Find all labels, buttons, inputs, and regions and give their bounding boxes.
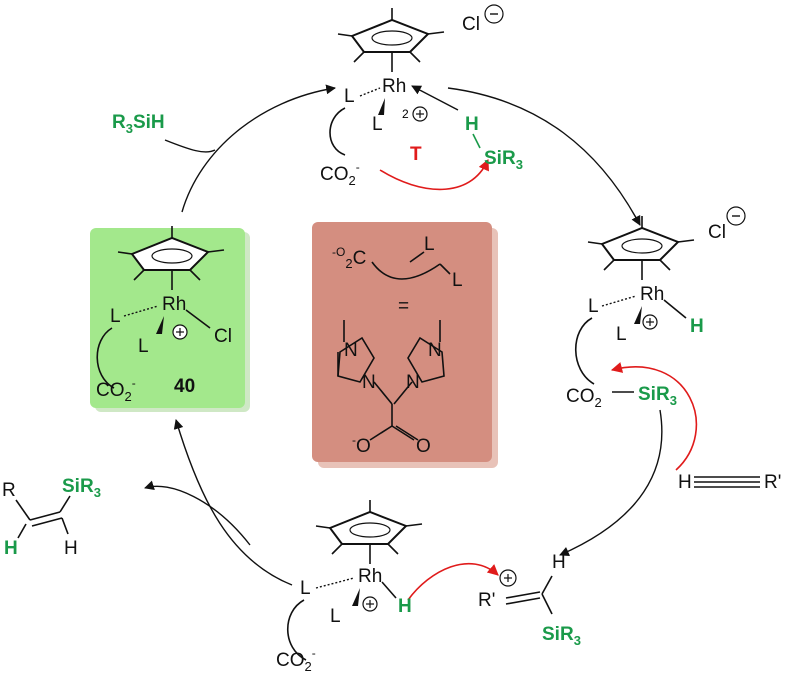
alkyne-H: H (678, 472, 692, 493)
vinyl-H: H (552, 552, 566, 573)
rh-40: Rh (162, 294, 186, 315)
rh-hydride: Rh (640, 284, 664, 305)
ligand-box-background (312, 222, 492, 462)
ligand-L2-40: L (138, 336, 149, 357)
silane-T: SiR3 (484, 148, 523, 172)
product-H-green: H (4, 538, 18, 559)
label-40: 40 (174, 376, 195, 397)
carboxylate-T: CO2- (320, 160, 360, 188)
vinyl-cation: R' H SiR3 (478, 552, 581, 648)
charge-2-T: 2 (402, 107, 409, 121)
oxygen-carbonyl: O (416, 436, 431, 457)
ligand-L2-T: L (372, 114, 383, 135)
red-attack-arrow-T (379, 158, 489, 191)
nitrogen-1: N (344, 340, 358, 361)
vinyl-R: R' (478, 590, 495, 611)
nitrogen-4: N (406, 372, 420, 393)
alkyne-R: R' (764, 472, 781, 493)
red-alkyne-attack-arrow (610, 362, 698, 471)
nitrogen-2: N (362, 372, 376, 393)
reagent-silane: R3SiH (112, 112, 165, 136)
ester-hydride: CO2 (566, 386, 602, 410)
intermediate-T: Cl Rh L L 2 H SiR3 CO2- T (320, 4, 523, 188)
cp-star-ring-T (350, 18, 430, 53)
ligand-L1-def: L (424, 234, 435, 255)
ligand-L2-hydride: L (616, 324, 627, 345)
equals-sign: = (398, 296, 409, 317)
cp-star-ring-bottom (328, 510, 408, 545)
complex-40-box: Rh L L Cl CO2- 40 (90, 226, 250, 412)
bottom-complex: Rh L L H CO2- (276, 500, 423, 674)
hydride-intermediate: Cl Rh L L H CO2 SiR3 (566, 206, 746, 410)
product-R: R (2, 480, 16, 501)
product-vinylsilane: R SiR3 H H (2, 476, 101, 559)
arrow-hydride-to-cation (559, 409, 663, 556)
arrow-bottom-to-40 (173, 419, 293, 586)
ligand-L1-40: L (110, 306, 121, 327)
ligand-L1-bottom: L (300, 578, 311, 599)
product-H: H (64, 538, 78, 559)
reagent-entry-curve (164, 139, 216, 153)
imidazole-right (407, 336, 445, 383)
alkyne: H R' (678, 472, 781, 493)
rh-bottom: Rh (358, 566, 382, 587)
hydrogen-T: H (465, 114, 479, 135)
nitrogen-3: N (428, 340, 442, 361)
ligand-definition-box: -O2C L L = N N N N -O O (312, 222, 498, 468)
product-silyl: SiR3 (62, 476, 101, 500)
chloride-T: Cl (462, 14, 480, 35)
ligand-L2-bottom: L (330, 606, 341, 627)
chloride-hydride: Cl (708, 222, 726, 243)
reagent-label: R3SiH (112, 112, 165, 136)
vinyl-silyl: SiR3 (542, 624, 581, 648)
cp-star-ring-hydride (600, 226, 680, 261)
cycle-arrows (144, 84, 698, 601)
hydrogen-hydride: H (690, 316, 704, 337)
silyl-hydride: SiR3 (638, 384, 677, 408)
carboxylate-bottom: CO2- (276, 646, 316, 674)
ligand-L1-T: L (344, 86, 355, 107)
carboxylate-40: CO2- (96, 376, 136, 404)
hydrogen-bottom: H (398, 596, 412, 617)
label-T: T (410, 144, 422, 165)
arrow-T-to-hydride (447, 87, 641, 226)
complex-40-background (90, 228, 245, 408)
oxygen-minus: -O (352, 433, 371, 457)
rh-T: Rh (382, 76, 406, 97)
product-release-arrow (144, 480, 251, 546)
chloride-40: Cl (214, 326, 232, 347)
red-hydride-shift-arrow (407, 563, 499, 601)
ligand-L2-def: L (452, 270, 463, 291)
arrow-to-T (181, 84, 336, 213)
ligand-carboxylate: -O2C (332, 245, 366, 271)
ligand-L1-hydride: L (588, 296, 599, 317)
